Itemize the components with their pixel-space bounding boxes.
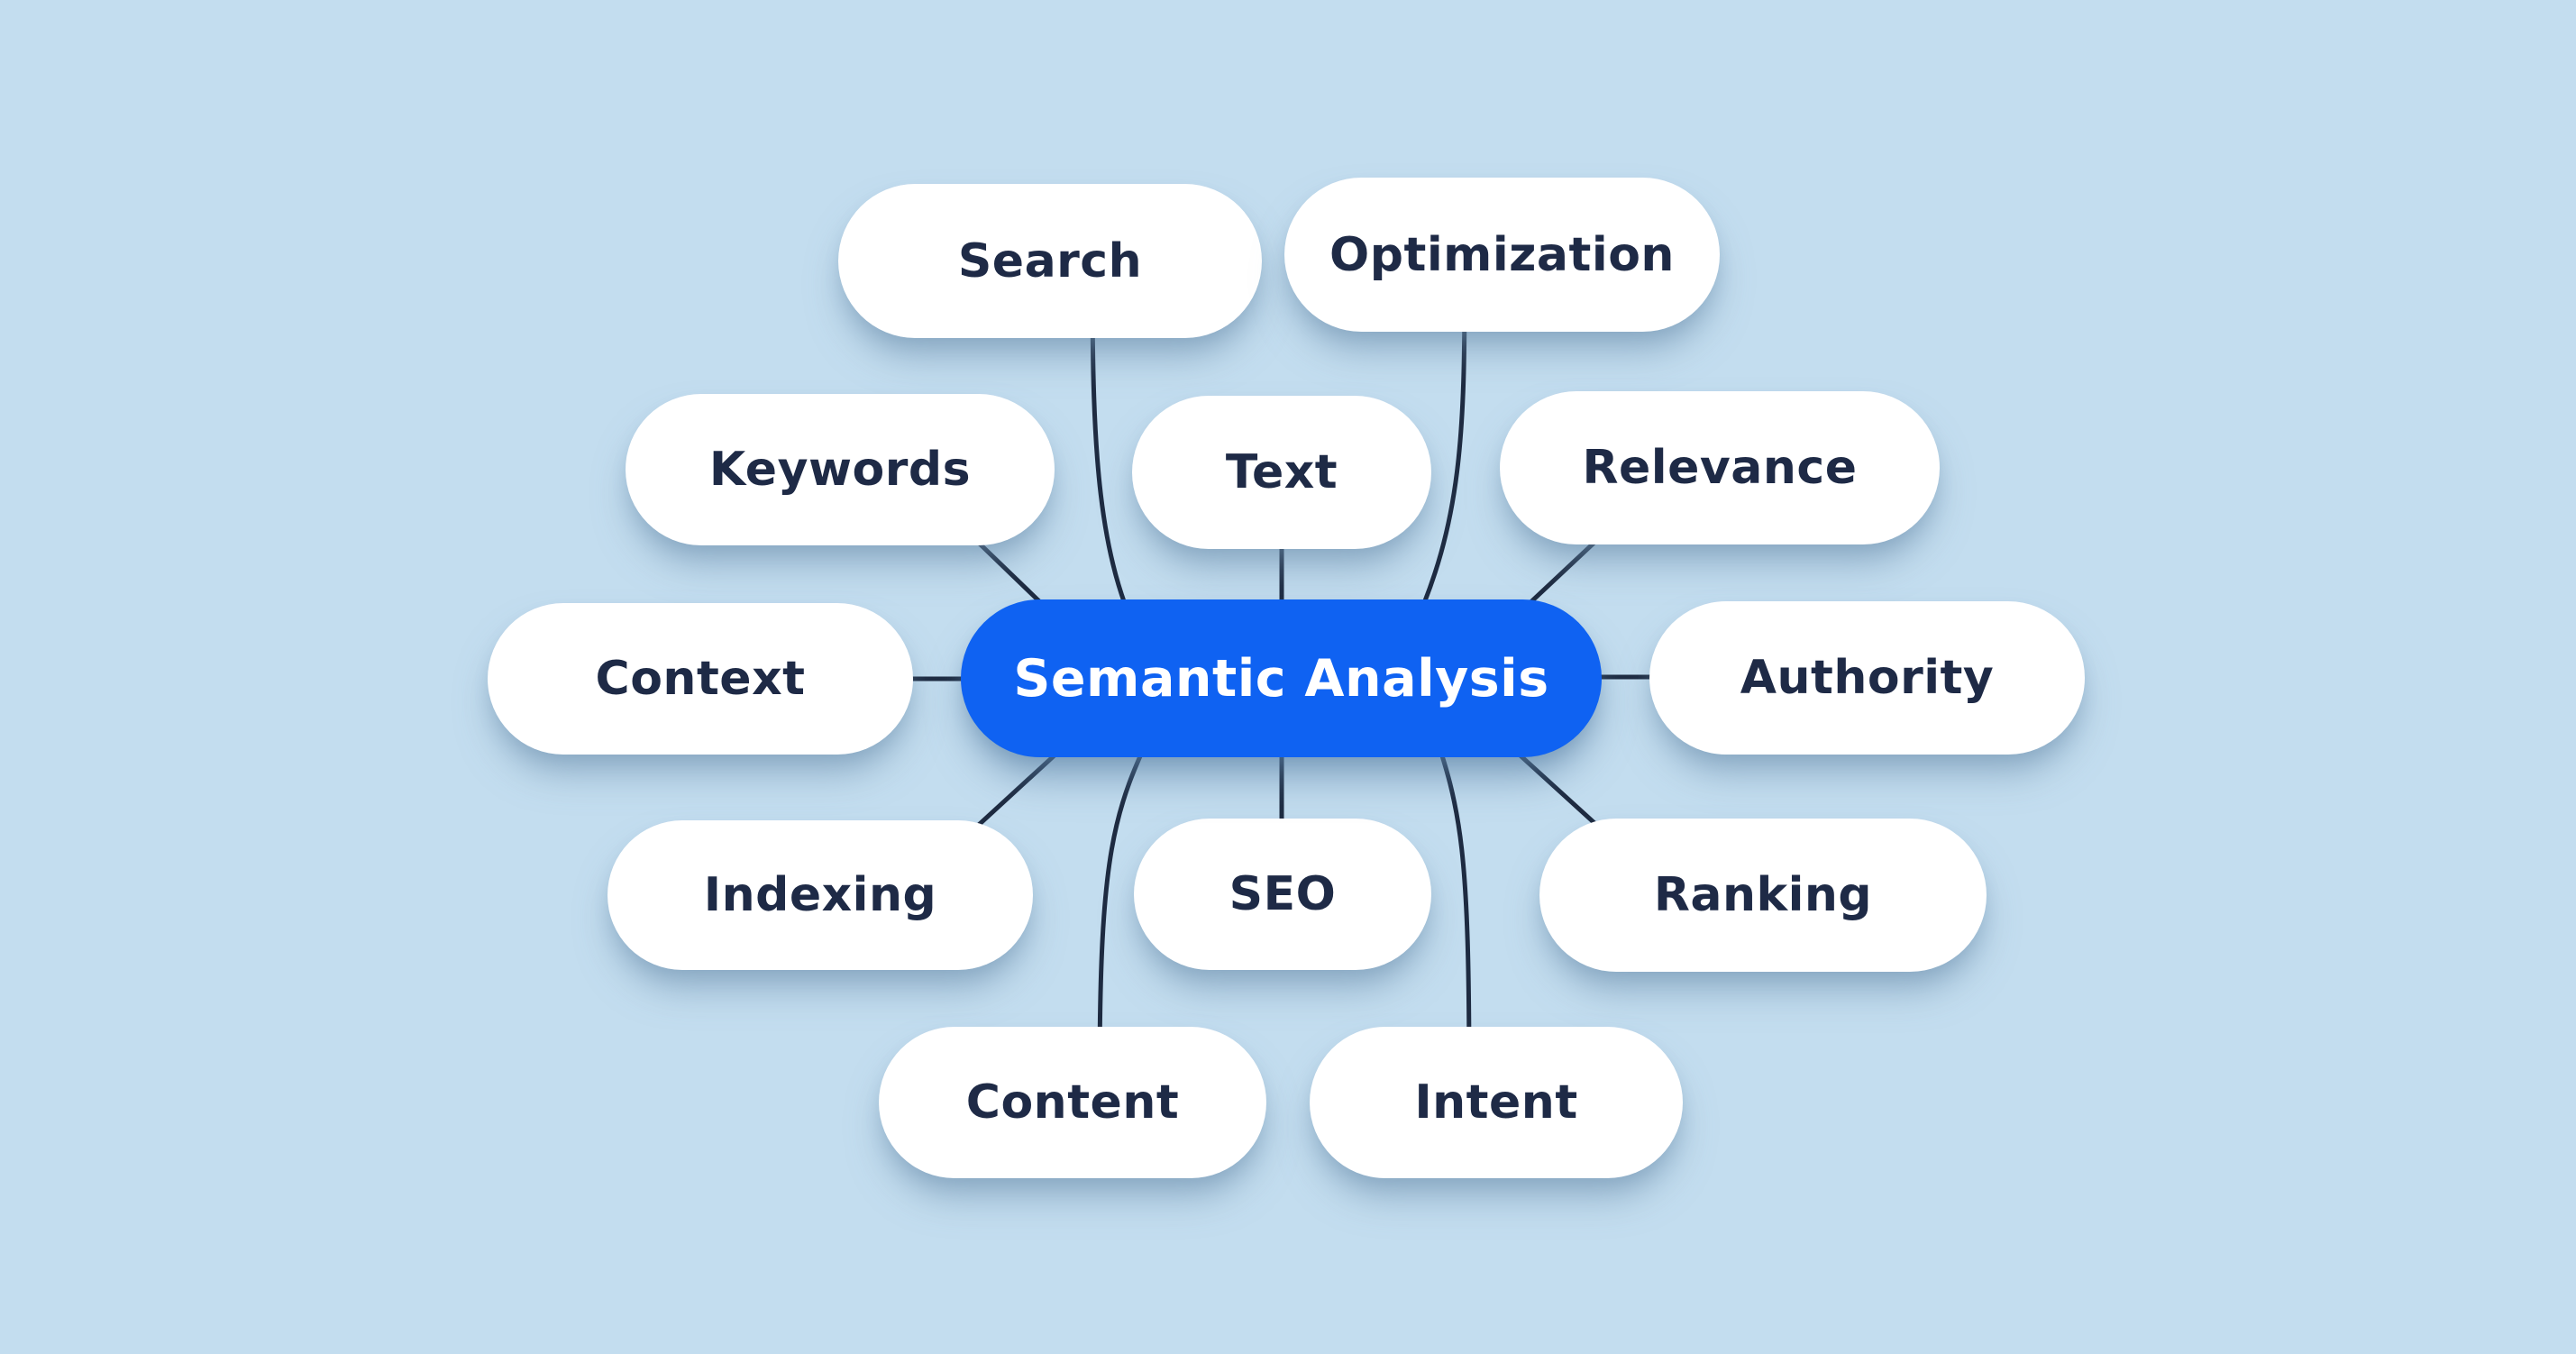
edge-semantic-analysis-optimization [1409,272,1467,636]
node-optimization: Optimization [1284,178,1720,332]
node-authority: Authority [1649,601,2085,755]
node-semantic-analysis: Semantic Analysis [961,599,1602,757]
node-search: Search [838,184,1262,338]
node-indexing: Indexing [607,820,1033,970]
node-content: Content [879,1027,1266,1178]
node-keywords: Keywords [626,394,1055,545]
node-intent: Intent [1310,1027,1683,1178]
node-text: Text [1132,396,1431,549]
node-relevance: Relevance [1500,391,1940,544]
node-seo: SEO [1134,819,1431,970]
node-context: Context [488,603,913,755]
node-ranking: Ranking [1539,819,1987,972]
